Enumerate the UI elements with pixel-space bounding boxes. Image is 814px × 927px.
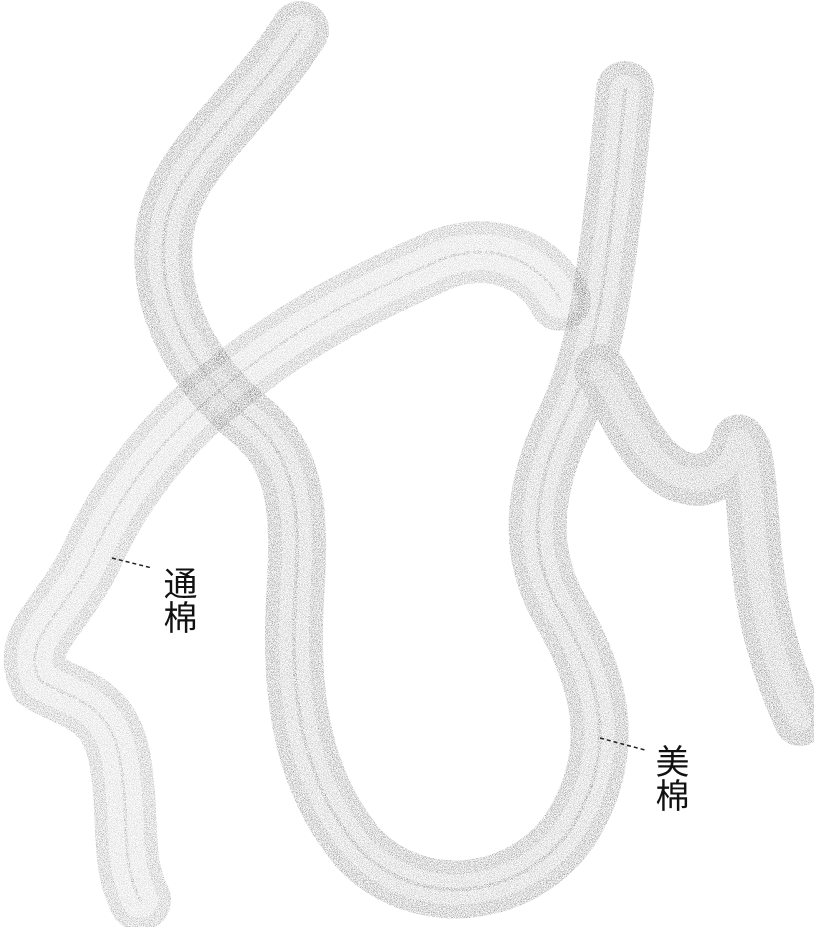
tongmian-label: 通棉 [156,566,198,634]
meimian-label: 美棉 [648,744,690,812]
american-cotton-fiber [163,30,800,889]
